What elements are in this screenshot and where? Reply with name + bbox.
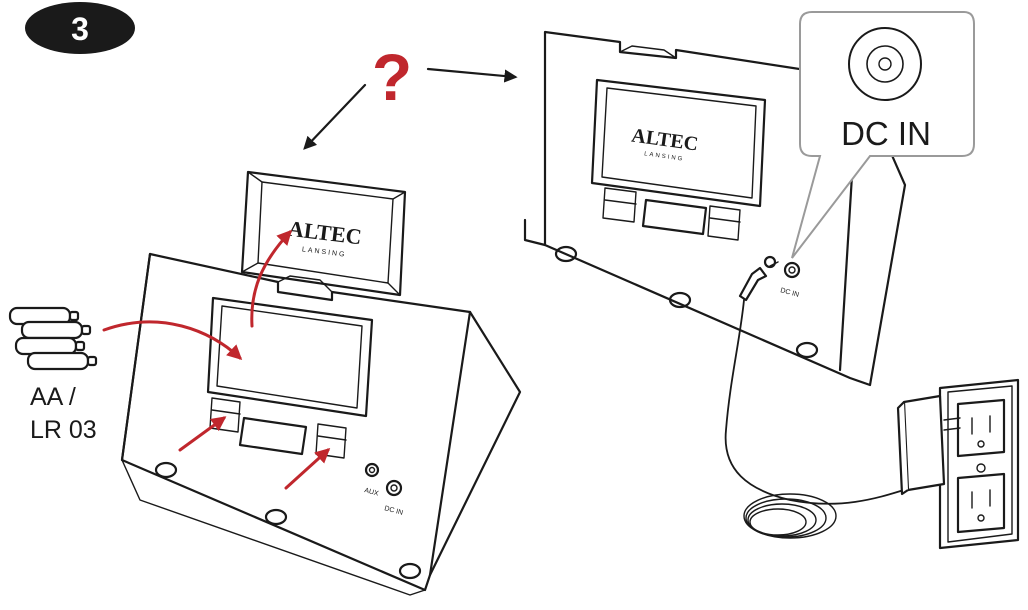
speaker-base: AUX DC IN xyxy=(122,254,520,595)
battery-2-icon xyxy=(22,322,90,338)
step-badge: 3 xyxy=(25,2,135,54)
callout-label: DC IN xyxy=(841,115,931,152)
question-mark: ? xyxy=(372,40,412,114)
battery-label-line1: AA / xyxy=(30,383,76,411)
wall-outlet xyxy=(940,380,1018,548)
detached-cover: ALTEC LANSING xyxy=(242,172,405,295)
battery-label-line2: LR 03 xyxy=(30,416,97,444)
question-group: ? xyxy=(305,40,515,148)
battery-4-icon xyxy=(28,353,96,369)
batteries: AA / LR 03 xyxy=(10,308,97,444)
arrow-to-wall-unit xyxy=(428,69,515,77)
battery-3-icon xyxy=(16,338,84,354)
arrow-to-pedestal xyxy=(305,85,365,148)
step-number: 3 xyxy=(71,11,89,47)
